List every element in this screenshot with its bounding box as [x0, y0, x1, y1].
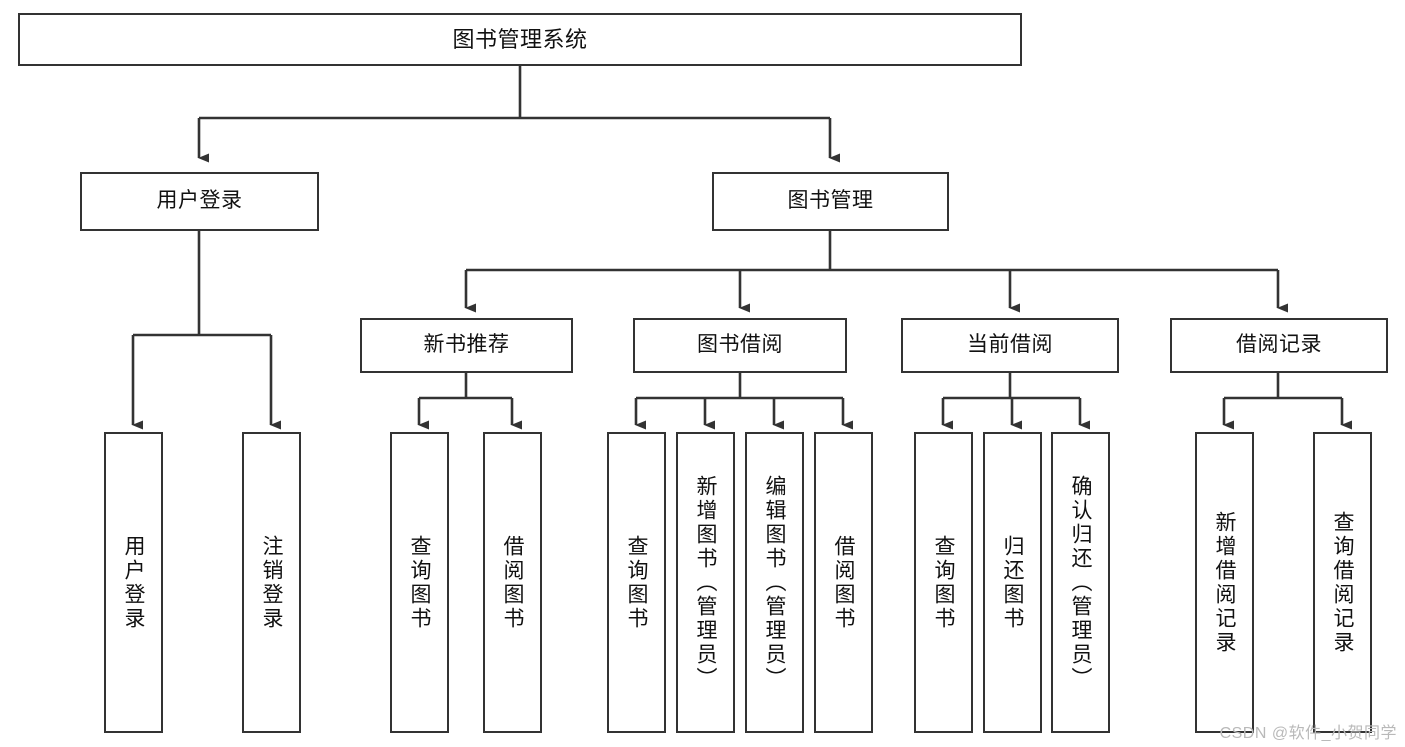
node-root-label: 图书管理系统	[452, 26, 588, 52]
node-leaf-book-add-label: 新增图书（管理员）	[694, 474, 717, 691]
node-new-book-recommend-label: 新书推荐	[423, 333, 510, 357]
node-leaf-current-query[interactable]: 查询图书	[914, 432, 973, 733]
node-leaf-user-login-label: 用户登录	[122, 534, 145, 631]
node-leaf-return-book[interactable]: 归还图书	[983, 432, 1042, 733]
node-current-borrow[interactable]: 当前借阅	[901, 318, 1119, 373]
node-current-borrow-label: 当前借阅	[967, 333, 1053, 357]
node-root[interactable]: 图书管理系统	[18, 13, 1022, 66]
node-leaf-new-book-borrow[interactable]: 借阅图书	[483, 432, 542, 733]
node-leaf-query-record-label: 查询借阅记录	[1331, 510, 1354, 655]
node-book-management-label: 图书管理	[787, 189, 874, 213]
node-leaf-book-borrow[interactable]: 借阅图书	[814, 432, 873, 733]
node-leaf-add-record[interactable]: 新增借阅记录	[1195, 432, 1254, 733]
node-leaf-borrow-query-label: 查询图书	[625, 534, 648, 631]
node-leaf-add-record-label: 新增借阅记录	[1213, 510, 1236, 655]
node-user-login[interactable]: 用户登录	[80, 172, 319, 231]
node-leaf-book-borrow-label: 借阅图书	[832, 534, 855, 631]
node-leaf-user-login[interactable]: 用户登录	[104, 432, 163, 733]
node-leaf-book-edit[interactable]: 编辑图书（管理员）	[745, 432, 804, 733]
node-leaf-logout[interactable]: 注销登录	[242, 432, 301, 733]
node-leaf-new-book-borrow-label: 借阅图书	[501, 534, 524, 631]
node-borrow-records[interactable]: 借阅记录	[1170, 318, 1388, 373]
node-user-login-label: 用户登录	[156, 189, 243, 213]
node-leaf-current-query-label: 查询图书	[932, 534, 955, 631]
node-leaf-logout-label: 注销登录	[260, 534, 283, 631]
node-leaf-return-book-label: 归还图书	[1001, 534, 1024, 631]
node-new-book-recommend[interactable]: 新书推荐	[360, 318, 573, 373]
node-leaf-book-edit-label: 编辑图书（管理员）	[763, 474, 786, 691]
node-leaf-confirm-return-label: 确认归还（管理员）	[1069, 474, 1092, 691]
node-leaf-query-record[interactable]: 查询借阅记录	[1313, 432, 1372, 733]
node-leaf-borrow-query[interactable]: 查询图书	[607, 432, 666, 733]
node-book-borrow-label: 图书借阅	[697, 333, 783, 357]
node-leaf-new-book-query-label: 查询图书	[408, 534, 431, 631]
node-leaf-confirm-return[interactable]: 确认归还（管理员）	[1051, 432, 1110, 733]
node-book-borrow[interactable]: 图书借阅	[633, 318, 847, 373]
node-leaf-book-add[interactable]: 新增图书（管理员）	[676, 432, 735, 733]
node-book-management[interactable]: 图书管理	[712, 172, 949, 231]
node-borrow-records-label: 借阅记录	[1236, 333, 1322, 357]
csdn-watermark: CSDN @软件_小贺同学	[1219, 725, 1397, 742]
node-leaf-new-book-query[interactable]: 查询图书	[390, 432, 449, 733]
